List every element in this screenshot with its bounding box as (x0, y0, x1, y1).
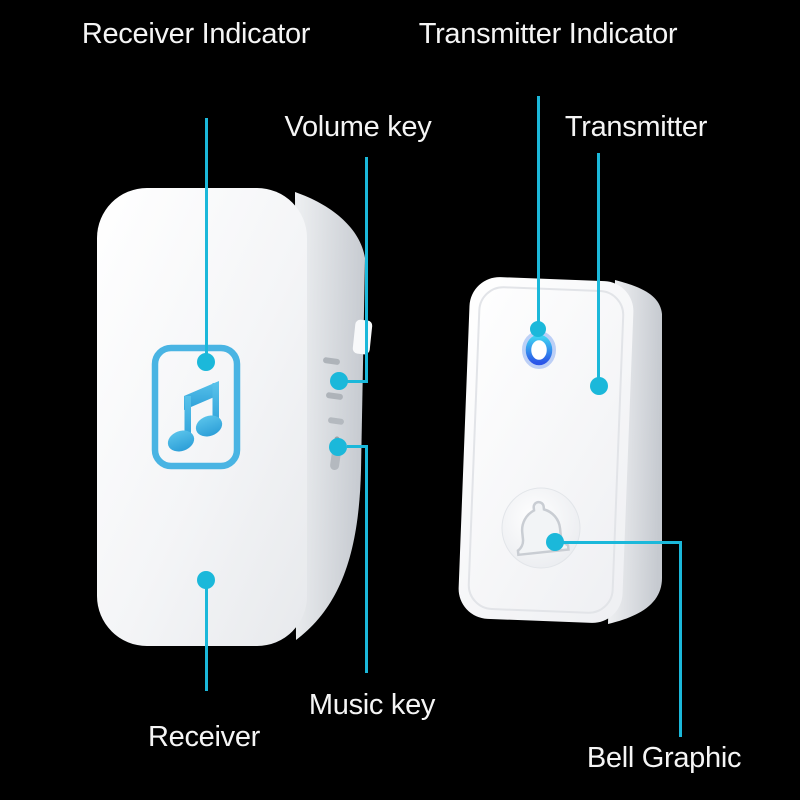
callout-volume-key-dot (330, 372, 348, 390)
receiver-side-tab (352, 319, 373, 355)
label-music-key: Music key (308, 689, 436, 721)
music-note-icon (167, 381, 223, 452)
callout-receiver-dot (197, 571, 215, 589)
music-icon-frame (151, 344, 241, 470)
bell-button (501, 487, 581, 569)
receiver-device (97, 188, 373, 646)
callout-music-key-line-v (365, 445, 368, 673)
callout-transmitter-indicator-dot (530, 321, 546, 337)
transmitter-front-body (458, 277, 634, 623)
receiver-front-face (97, 188, 307, 646)
callout-receiver-line (205, 574, 208, 691)
label-bell-graphic: Bell Graphic (586, 742, 742, 774)
callout-volume-key-line-v (365, 157, 368, 383)
callout-bell-graphic-line-v (679, 541, 682, 737)
callout-music-key-line-h (347, 445, 368, 448)
transmitter-device (458, 277, 662, 624)
label-volume-key: Volume key (284, 111, 432, 143)
callout-volume-key-line-h (347, 380, 368, 383)
transmitter-front-face (458, 277, 634, 623)
volume-key-button (326, 392, 343, 400)
callout-receiver-indicator-dot (197, 353, 215, 371)
callout-transmitter-line (597, 153, 600, 387)
label-transmitter: Transmitter (564, 111, 708, 143)
callout-music-key-dot (329, 438, 347, 456)
label-receiver: Receiver (147, 721, 261, 753)
receiver-side-panel (295, 192, 365, 640)
led-indicator-icon (522, 331, 556, 369)
volume-key-button (323, 357, 340, 365)
callout-bell-graphic-dot (546, 533, 564, 551)
callout-transmitter-dot (590, 377, 608, 395)
music-key-button (328, 417, 344, 425)
callout-receiver-indicator-line (205, 118, 208, 364)
label-transmitter-indicator: Transmitter Indicator (418, 18, 678, 50)
transmitter-front-groove (467, 286, 625, 614)
callout-bell-graphic-line-h (554, 541, 682, 544)
label-receiver-indicator: Receiver Indicator (81, 18, 311, 50)
callout-transmitter-indicator-line (537, 96, 540, 332)
